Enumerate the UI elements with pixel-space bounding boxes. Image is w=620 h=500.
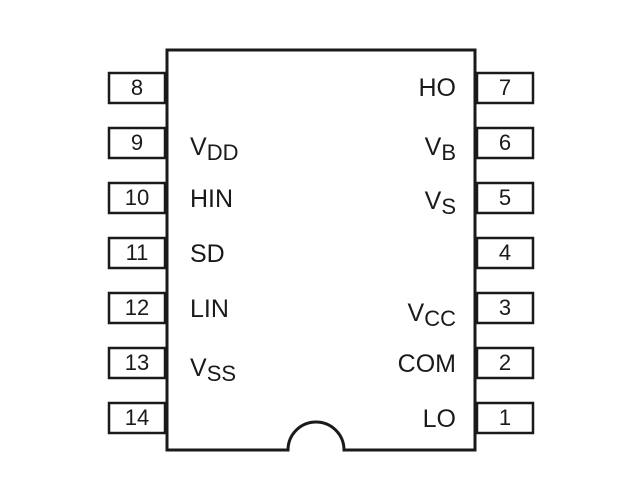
ic-body-outline (165, 48, 477, 452)
pin-label-vs: VS (424, 187, 456, 219)
pin-number-9: 9 (130, 130, 144, 155)
pin-label-vss: VSS (190, 354, 237, 386)
pin-label-ho: HO (418, 74, 457, 102)
pin-number-6: 6 (498, 130, 512, 155)
pin-box-11 (107, 236, 167, 270)
pin-number-5: 5 (498, 185, 512, 210)
pin-box-2 (475, 346, 535, 380)
pin-box-7 (475, 71, 535, 105)
pin-number-12: 12 (124, 295, 150, 320)
pin-label-vb: VB (424, 133, 456, 165)
pin-box-14 (107, 401, 167, 435)
pin-label-lin: LIN (190, 295, 229, 323)
pin-box-8 (107, 71, 167, 105)
pin-label-vcc: VCC (407, 299, 456, 331)
pin-box-1 (475, 401, 535, 435)
pin-box-5 (475, 181, 535, 215)
pin-label-lo: LO (422, 405, 456, 433)
pin-label-com: COM (397, 350, 456, 378)
pin-label-sd: SD (190, 240, 225, 268)
pin-number-4: 4 (498, 240, 512, 265)
pin-box-3 (475, 291, 535, 325)
pin-box-12 (107, 291, 167, 325)
pin-number-8: 8 (130, 75, 144, 100)
pin-number-7: 7 (498, 75, 512, 100)
pin-number-2: 2 (498, 350, 512, 375)
pin-number-13: 13 (124, 350, 150, 375)
pin-box-10 (107, 181, 167, 215)
pin-number-14: 14 (124, 405, 150, 430)
pin-number-3: 3 (498, 295, 512, 320)
pin-box-13 (107, 346, 167, 380)
pin-box-6 (475, 126, 535, 160)
pin-box-4 (475, 236, 535, 270)
pin-number-1: 1 (498, 405, 512, 430)
pin-label-vdd: VDD (190, 133, 239, 165)
pin-number-11: 11 (125, 240, 149, 265)
pin-number-10: 10 (124, 185, 150, 210)
pin-label-hin: HIN (190, 185, 234, 213)
pin-box-9 (107, 126, 167, 160)
